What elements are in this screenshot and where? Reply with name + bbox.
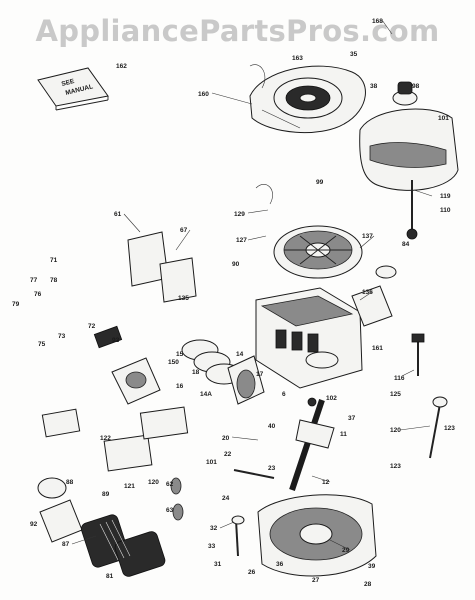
gaskets bbox=[41, 231, 197, 472]
callout-160: 160 bbox=[198, 91, 209, 98]
leader-lines bbox=[71, 19, 433, 551]
callout-120-b: 120 bbox=[148, 479, 159, 486]
crankshaft bbox=[289, 397, 335, 491]
air-filter bbox=[37, 477, 166, 577]
callout-73: 73 bbox=[58, 333, 66, 340]
callout-102: 102 bbox=[326, 395, 337, 402]
callout-16: 16 bbox=[176, 383, 184, 390]
callout-24: 24 bbox=[222, 495, 230, 502]
callout-75: 75 bbox=[38, 341, 46, 348]
callout-labels: 168 162 160 163 35 38 98 99 101 119 110 … bbox=[12, 18, 455, 588]
flywheel bbox=[273, 225, 363, 279]
oil-sump bbox=[257, 494, 377, 577]
callout-123-b: 123 bbox=[390, 463, 401, 470]
callout-72: 72 bbox=[88, 323, 96, 330]
callout-38: 38 bbox=[370, 83, 378, 90]
callout-136: 136 bbox=[362, 289, 373, 296]
callout-116: 116 bbox=[394, 375, 405, 382]
callout-78: 78 bbox=[50, 277, 58, 284]
callout-89: 89 bbox=[102, 491, 110, 498]
callout-92-b: 92 bbox=[30, 521, 38, 528]
callout-37: 37 bbox=[348, 415, 356, 422]
callout-129: 129 bbox=[234, 211, 245, 218]
callout-123: 123 bbox=[444, 425, 455, 432]
callout-15: 15 bbox=[176, 351, 184, 358]
callout-137: 137 bbox=[362, 233, 373, 240]
callout-27: 27 bbox=[312, 577, 320, 584]
callout-35: 35 bbox=[350, 51, 358, 58]
callout-84: 84 bbox=[402, 241, 410, 248]
callout-18: 18 bbox=[192, 369, 200, 376]
callout-88: 88 bbox=[66, 479, 74, 486]
callout-98: 98 bbox=[412, 83, 420, 90]
callout-87: 87 bbox=[62, 541, 70, 548]
callout-23: 23 bbox=[268, 465, 276, 472]
callout-67: 67 bbox=[180, 227, 188, 234]
callout-163: 163 bbox=[292, 55, 303, 62]
callout-11: 11 bbox=[340, 431, 347, 438]
callout-119: 119 bbox=[440, 193, 451, 200]
callout-40: 40 bbox=[268, 423, 276, 430]
callout-79: 79 bbox=[12, 301, 20, 308]
callout-20: 20 bbox=[222, 435, 230, 442]
watermark-text: AppliancePartsPros.com bbox=[35, 14, 440, 48]
callout-28: 28 bbox=[364, 581, 372, 588]
piston-assembly bbox=[181, 339, 265, 405]
callout-39: 39 bbox=[368, 563, 376, 570]
callout-12: 12 bbox=[322, 479, 330, 486]
callout-92: 92 bbox=[112, 337, 120, 344]
callout-127: 127 bbox=[236, 237, 247, 244]
manual-label-line1: SEE bbox=[61, 78, 76, 88]
callout-33: 33 bbox=[208, 543, 216, 550]
callout-76: 76 bbox=[34, 291, 42, 298]
callout-17: 17 bbox=[256, 371, 264, 378]
callout-32: 32 bbox=[210, 525, 218, 532]
carburetor bbox=[93, 325, 161, 405]
callout-110: 110 bbox=[440, 207, 451, 214]
callout-162: 162 bbox=[116, 63, 127, 70]
callout-90: 90 bbox=[232, 261, 240, 268]
callout-71: 71 bbox=[50, 257, 58, 264]
blower-housing bbox=[249, 65, 366, 133]
callout-101: 101 bbox=[438, 115, 449, 122]
callout-99: 99 bbox=[316, 179, 324, 186]
callout-31: 31 bbox=[214, 561, 222, 568]
callout-122: 122 bbox=[100, 435, 111, 442]
engine-block bbox=[255, 287, 363, 389]
callout-150: 150 bbox=[168, 359, 179, 366]
callout-81: 81 bbox=[106, 573, 114, 580]
callout-14A: 14A bbox=[200, 391, 212, 398]
callout-36: 36 bbox=[276, 561, 284, 568]
dipstick-and-fasteners bbox=[170, 64, 448, 557]
callout-101-b: 101 bbox=[206, 459, 217, 466]
callout-125: 125 bbox=[390, 391, 401, 398]
callout-61: 61 bbox=[114, 211, 122, 218]
callout-161: 161 bbox=[372, 345, 383, 352]
callout-168: 168 bbox=[372, 18, 383, 25]
callout-77: 77 bbox=[30, 277, 38, 284]
fuel-tank bbox=[359, 81, 459, 191]
callout-29: 29 bbox=[342, 547, 350, 554]
callout-135: 135 bbox=[178, 295, 189, 302]
callout-121: 121 bbox=[124, 483, 135, 490]
callout-6: 6 bbox=[282, 391, 286, 398]
callout-120: 120 bbox=[390, 427, 401, 434]
manual-booklet: SEE MANUAL bbox=[37, 67, 109, 111]
callout-63: 63 bbox=[166, 507, 174, 514]
callout-26: 26 bbox=[248, 569, 256, 576]
callout-14: 14 bbox=[236, 351, 244, 358]
callout-22: 22 bbox=[224, 451, 232, 458]
callout-62: 62 bbox=[166, 481, 174, 488]
